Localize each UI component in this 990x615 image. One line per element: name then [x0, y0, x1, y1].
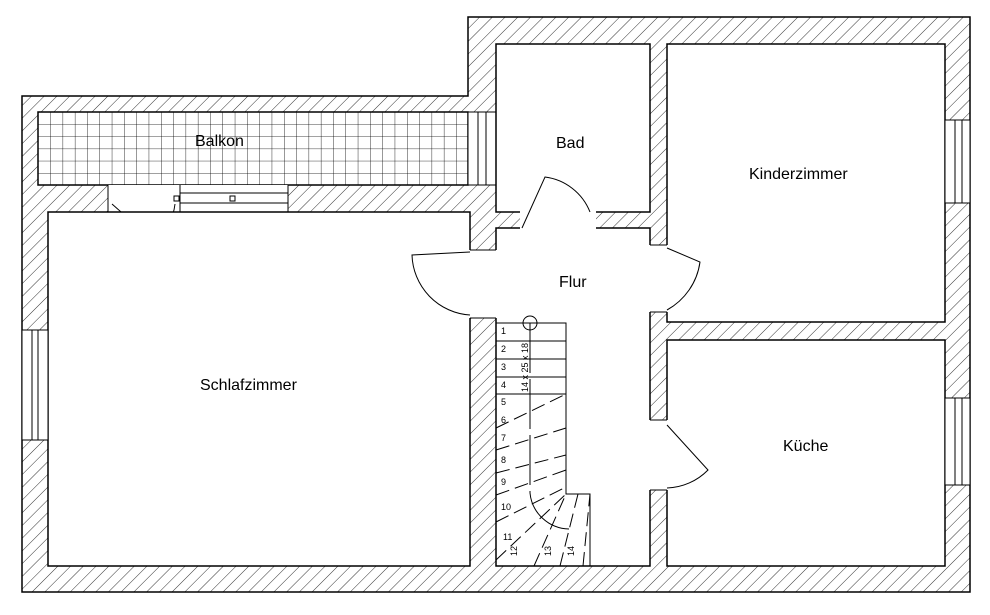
step-8: 8 [501, 455, 506, 465]
step-10: 10 [501, 502, 511, 512]
step-3: 3 [501, 362, 506, 372]
window-kinderzimmer [944, 119, 971, 204]
label-flur: Flur [559, 274, 587, 291]
window-left [21, 329, 49, 441]
room-bad [495, 43, 651, 213]
step-4: 4 [501, 380, 506, 390]
label-kinderzimmer: Kinderzimmer [749, 166, 848, 183]
room-schlafzimmer [47, 211, 471, 567]
step-5: 5 [501, 397, 506, 407]
step-9: 9 [501, 477, 506, 487]
label-schlafzimmer: Schlafzimmer [200, 377, 298, 394]
label-balkon: Balkon [195, 133, 244, 150]
step-7: 7 [501, 433, 506, 443]
step-11: 11 [503, 532, 512, 542]
balcony-door-opening [108, 185, 288, 212]
staircase [495, 315, 591, 567]
label-kueche: Küche [783, 438, 828, 455]
room-kinderzimmer [666, 43, 946, 323]
step-6: 6 [501, 415, 506, 425]
step-13: 13 [543, 546, 553, 556]
stair-dimension: 14 x 25 x 18 [520, 343, 530, 392]
label-bad: Bad [556, 135, 584, 152]
kinderzimmer-door-swing [666, 247, 701, 311]
window-kueche [944, 397, 971, 486]
bath-window [467, 111, 497, 186]
bedroom-door-swing [411, 251, 471, 316]
balcony-floor [37, 111, 469, 186]
step-14: 14 [566, 546, 576, 556]
step-2: 2 [501, 344, 506, 354]
kitchen-door-swing [666, 424, 709, 489]
step-1: 1 [501, 326, 506, 336]
step-12: 12 [509, 546, 519, 556]
bath-door-swing [521, 176, 591, 229]
